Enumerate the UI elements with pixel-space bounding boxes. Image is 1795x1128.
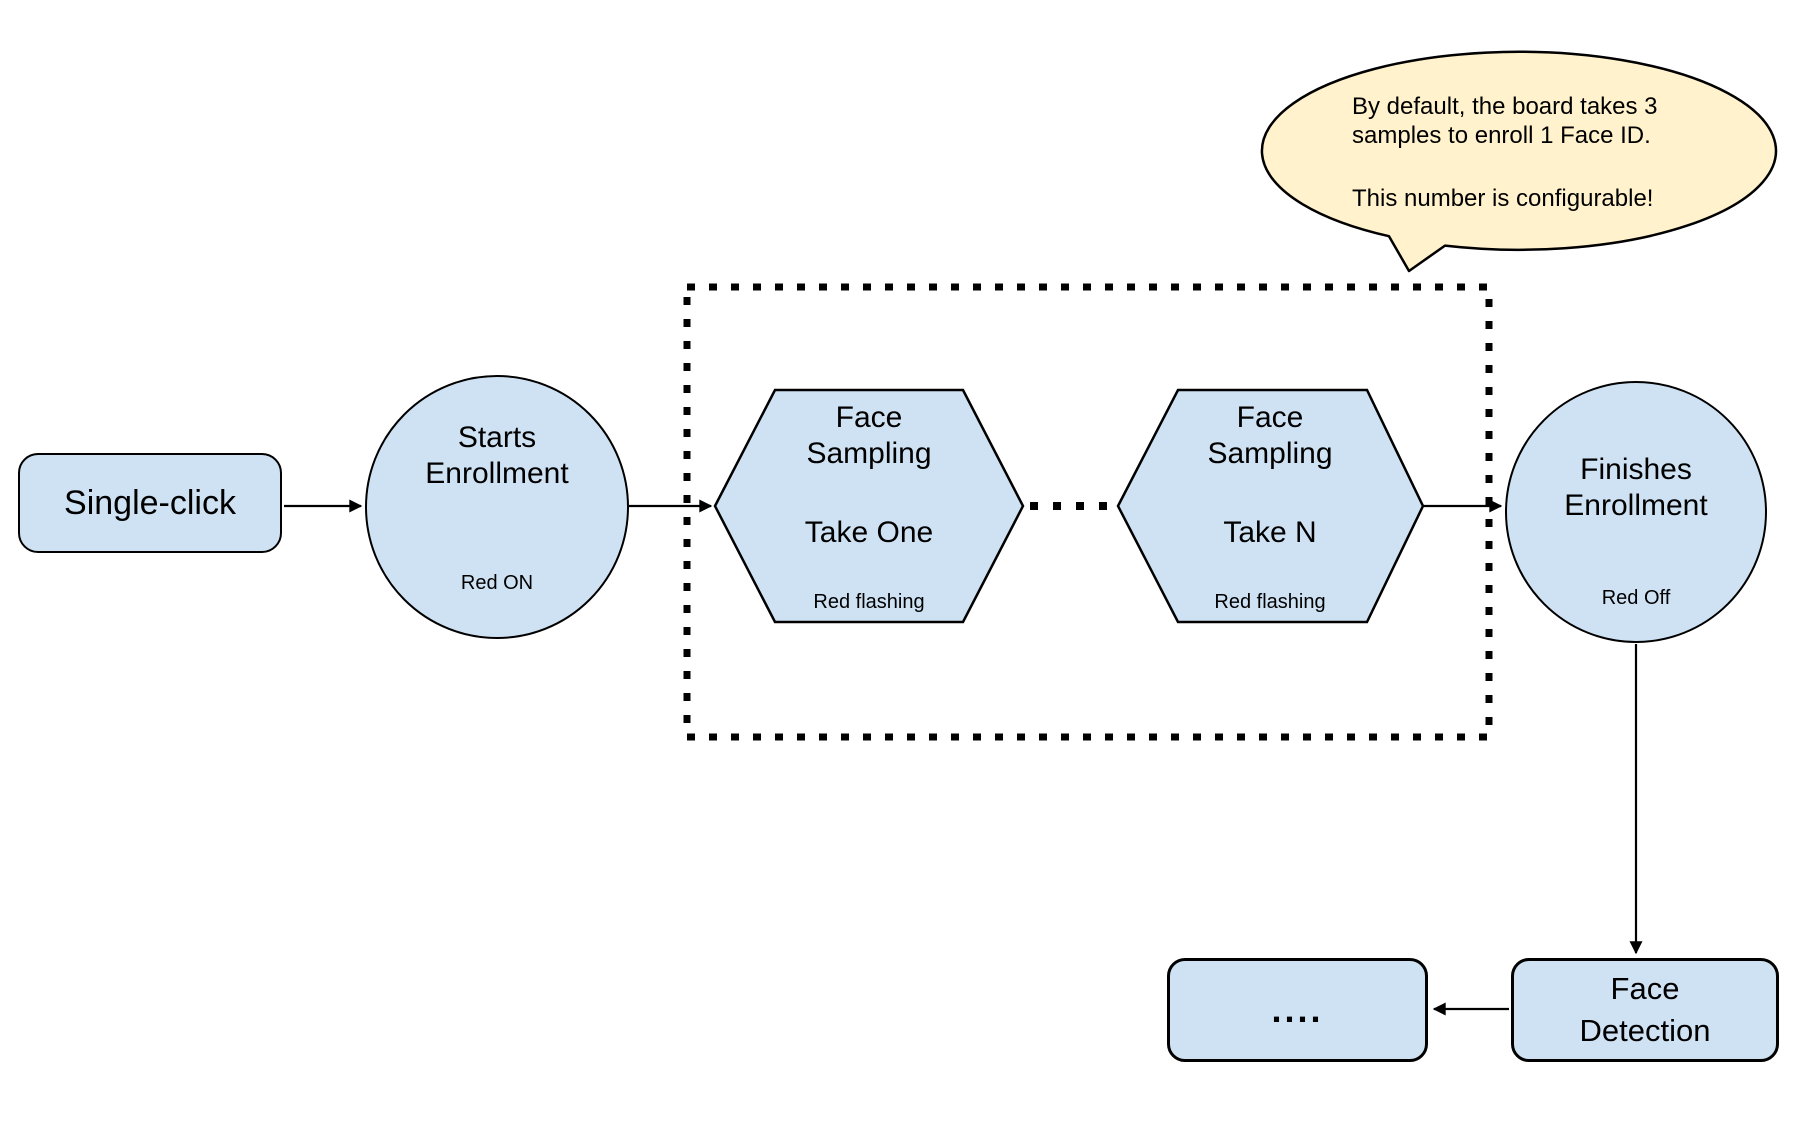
node-continuation-label: .... — [1271, 989, 1324, 1030]
node-single-click: Single-click — [18, 453, 282, 553]
node-face-sampling-one-step: Take One — [804, 516, 934, 549]
node-face-sampling-n-label: Face Sampling — [1207, 401, 1333, 470]
node-face-sampling-n-step: Take N — [1223, 516, 1317, 549]
callout-text-secondary: This number is configurable! — [1352, 185, 1654, 212]
node-face-sampling-one-status: Red flashing — [813, 591, 925, 613]
node-starts-enrollment: Starts Enrollment Red ON — [365, 375, 629, 639]
node-face-detection: Face Detection — [1511, 958, 1779, 1062]
node-face-sampling-one-text: Face Sampling Take One Red flashing — [715, 390, 1023, 623]
callout-text-primary: By default, the board takes 3 samples to… — [1352, 93, 1658, 149]
node-finishes-enrollment-label: Finishes Enrollment — [1564, 453, 1708, 522]
node-starts-enrollment-label: Starts Enrollment — [425, 421, 569, 490]
callout-bubble — [1260, 50, 1778, 273]
sampling-group-dotted-border — [683, 283, 1493, 741]
node-face-detection-label: Face Detection — [1579, 971, 1711, 1048]
node-starts-enrollment-status: Red ON — [460, 572, 534, 594]
callout-text: By default, the board takes 3 samples to… — [1352, 92, 1752, 213]
node-single-click-label: Single-click — [64, 483, 236, 522]
hexagon-face-sampling-one — [713, 388, 1025, 624]
node-face-sampling-n-text: Face Sampling Take N Red flashing — [1116, 390, 1424, 623]
node-face-sampling-one-label: Face Sampling — [806, 401, 932, 470]
node-face-sampling-n-status: Red flashing — [1214, 591, 1326, 613]
node-finishes-enrollment: Finishes Enrollment Red Off — [1505, 381, 1767, 643]
node-finishes-enrollment-status: Red Off — [1601, 587, 1671, 609]
node-continuation: .... — [1167, 958, 1428, 1062]
